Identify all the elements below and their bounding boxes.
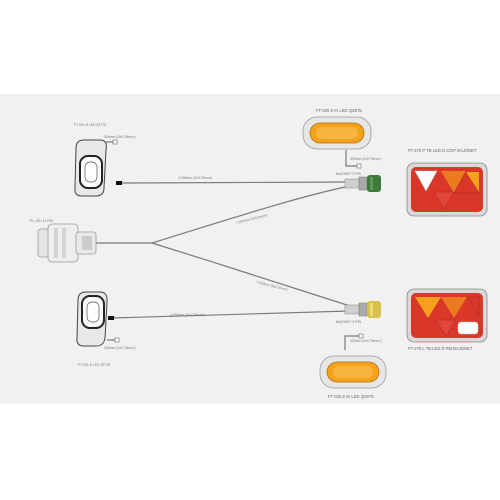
cable-end: [116, 181, 122, 185]
connector-top: [344, 175, 381, 192]
lamp-bottom-left: [76, 291, 108, 347]
label-connector-bottom: BAJONET 5 PIN: [336, 320, 362, 324]
tail-lamp-bottom-right: [406, 288, 488, 343]
marker-lamp-top: [302, 116, 372, 150]
label-cable-bottom-straight: 4,000mm (3x0,75mm²): [170, 313, 204, 317]
label-cable-bottom-diag: 7,000mm (5x0,5mm²): [256, 280, 288, 292]
marker-lamp-bottom: [319, 355, 387, 389]
connector-bottom: [344, 301, 381, 318]
plug-13-pin: [37, 223, 97, 263]
label-cable-top-diag: 7,000mm (5x0,5mm²): [235, 213, 267, 225]
tail-lamp-top-right: [406, 162, 488, 217]
label-cable-top-straight: 4,000mm (3x0,75mm²): [178, 176, 212, 180]
label-bottom-right-lamp: FT-270 L TB LED D PM BAJONET: [408, 346, 473, 351]
label-plug: PL LED 13 PIN: [30, 219, 53, 223]
lead-bottom-marker: [344, 335, 360, 350]
cable-top-diag: [151, 185, 351, 244]
label-lead-bottom-marker: 300mm (2x0,75mm²): [350, 339, 381, 343]
pin-icon: [356, 163, 362, 169]
label-bottom-marker: FT-020 Z+K LED QS075: [328, 394, 374, 399]
cable-top-straight: [119, 181, 351, 184]
label-lead-top-left: 300mm (2x0,75mm²): [104, 135, 135, 139]
label-connector-top: BAJONET 5 PIN: [336, 172, 362, 176]
cable-end: [108, 316, 114, 320]
lamp-top-left: [74, 139, 107, 197]
pin-icon: [114, 337, 120, 343]
pin-icon: [358, 333, 364, 339]
label-lead-bottom-left: 300mm (2x0,75mm²): [104, 346, 135, 350]
label-top-right-lamp: FT-270 P TB LED D C/DF BAJONET: [408, 148, 477, 153]
lead-top-marker: [345, 150, 358, 167]
cable-bottom-diag: [151, 242, 351, 307]
label-lead-top-marker: 300mm (2x0,75mm²): [350, 157, 381, 161]
pin-icon: [112, 139, 118, 145]
label-top-left-lamp: FT-001 B LED 3377S: [74, 123, 107, 127]
cable-bottom-straight: [111, 310, 351, 319]
cables: [96, 141, 360, 350]
label-bottom-left-lamp: FT-001 B LED 3377S: [78, 363, 111, 367]
label-top-marker: FT-020 Z+K LED QS075: [316, 108, 362, 113]
